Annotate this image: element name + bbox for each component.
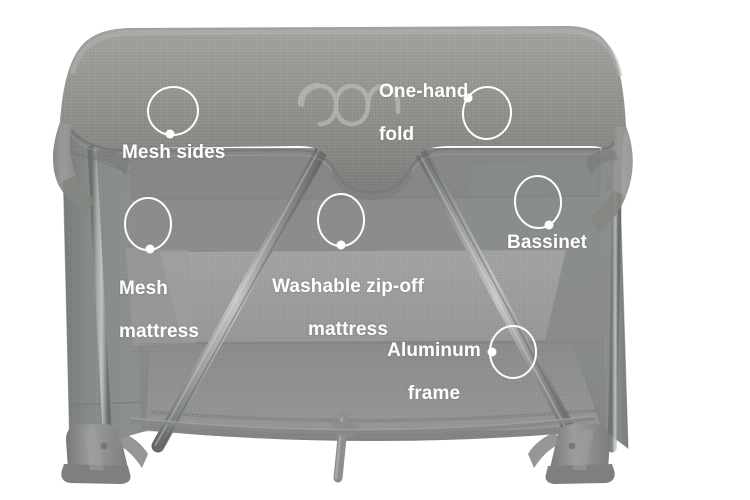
- nuna-logo: [297, 82, 401, 127]
- callout-label-mesh-sides: Mesh sides: [122, 142, 226, 163]
- callout-line: mattress: [307, 318, 388, 340]
- padded-top-rail: [53, 26, 633, 232]
- callout-label-washable-zip-off-mattress: Washable zip-off mattress: [268, 255, 428, 361]
- legs-and-feet: [61, 413, 615, 484]
- callout-line: Washable zip-off: [272, 276, 424, 298]
- callout-line: frame: [407, 382, 461, 404]
- callout-line: Mesh: [119, 278, 168, 300]
- callout-line: Aluminum: [387, 340, 481, 362]
- callout-label-mesh-mattress: Mesh mattress: [119, 257, 199, 363]
- callout-line: fold: [379, 123, 415, 145]
- callout-line: One-hand: [379, 81, 469, 103]
- callout-label-one-hand-fold: One-hand fold: [379, 60, 468, 166]
- callout-label-bassinet: Bassinet: [507, 232, 588, 253]
- callout-line: mattress: [119, 320, 200, 342]
- callout-label-aluminum-frame: Aluminum frame: [386, 319, 482, 425]
